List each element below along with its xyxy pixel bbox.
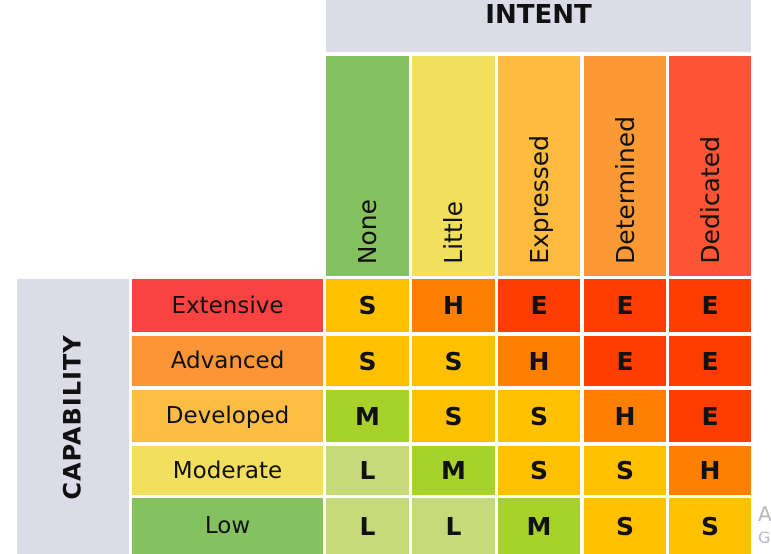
intent-label: INTENT — [485, 0, 592, 30]
matrix-cell: E — [669, 390, 751, 442]
matrix-cell: E — [584, 336, 666, 386]
column-header-determined: Determined — [584, 56, 666, 276]
cutoff-text: A — [758, 502, 771, 526]
row-header-extensive: Extensive — [132, 279, 323, 332]
matrix-cell: H — [584, 390, 666, 442]
column-label: Little — [439, 201, 468, 264]
capability-header: CAPABILITY — [17, 279, 129, 554]
matrix-cell: L — [326, 498, 409, 554]
column-label: Expressed — [524, 135, 554, 264]
matrix-cell: L — [326, 446, 409, 495]
row-header-low: Low — [132, 498, 323, 554]
matrix-cell: H — [412, 279, 495, 332]
matrix-cell: S — [498, 390, 580, 442]
matrix-cell: S — [412, 390, 495, 442]
column-label: None — [353, 198, 382, 264]
matrix-cell: S — [326, 336, 409, 386]
cutoff-text: G — [758, 528, 771, 547]
row-header-developed: Developed — [132, 390, 323, 442]
matrix-cell: H — [498, 336, 580, 386]
matrix-cell: L — [412, 498, 495, 554]
matrix-cell: M — [498, 498, 580, 554]
matrix-cell: S — [584, 446, 666, 495]
matrix-cell: E — [498, 279, 580, 332]
matrix-cell: S — [326, 279, 409, 332]
matrix-cell: S — [498, 446, 580, 495]
matrix-cell: M — [412, 446, 495, 495]
matrix-cell: M — [326, 390, 409, 442]
column-header-dedicated: Dedicated — [669, 56, 751, 276]
column-label: Determined — [610, 115, 640, 264]
matrix-cell: H — [669, 446, 751, 495]
matrix-cell: E — [669, 336, 751, 386]
column-header-none: None — [326, 56, 409, 276]
matrix-cell: E — [584, 279, 666, 332]
matrix-cell: S — [412, 336, 495, 386]
matrix-cell: E — [669, 279, 751, 332]
column-header-expressed: Expressed — [498, 56, 580, 276]
column-label: Dedicated — [695, 136, 725, 264]
column-header-little: Little — [412, 56, 495, 276]
matrix-cell: S — [669, 498, 751, 554]
matrix-cell: S — [584, 498, 666, 554]
row-header-moderate: Moderate — [132, 446, 323, 495]
intent-header: INTENT — [326, 0, 751, 52]
capability-label: CAPABILITY — [59, 333, 87, 500]
row-header-advanced: Advanced — [132, 336, 323, 386]
